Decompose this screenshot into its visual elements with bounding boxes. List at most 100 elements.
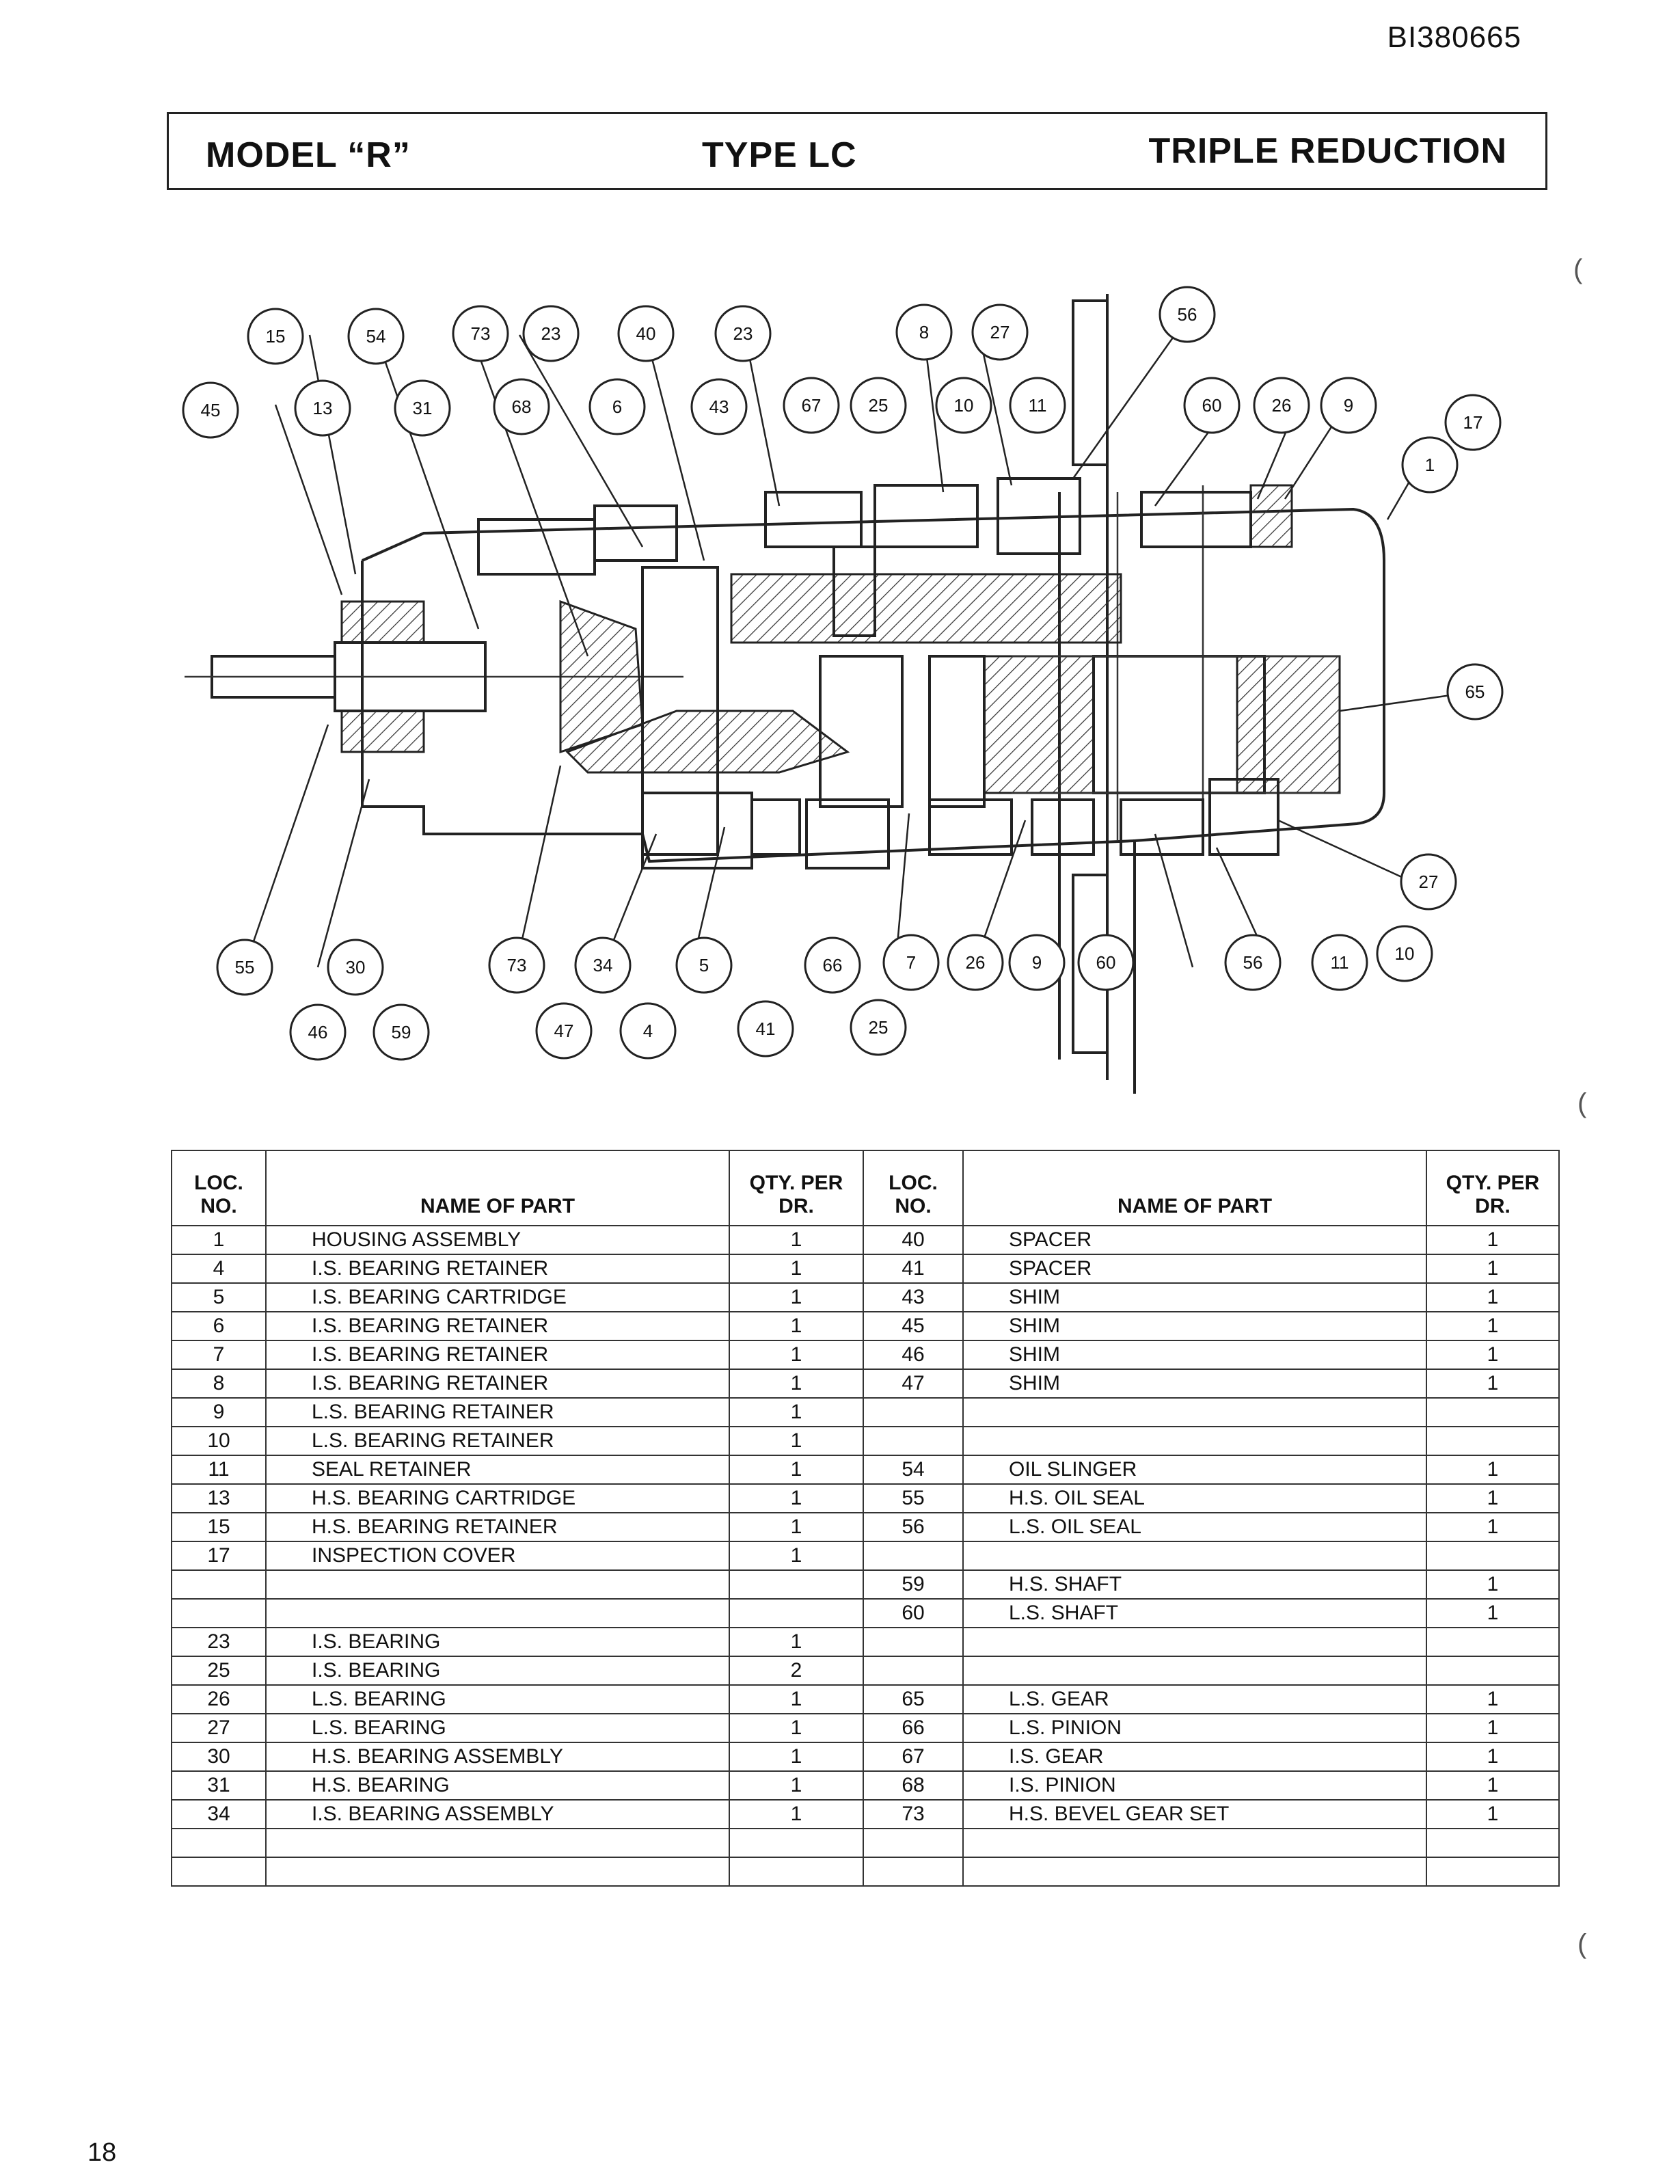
table-cell: SHIM [962, 1311, 1427, 1341]
svg-text:47: 47 [554, 1021, 574, 1041]
svg-text:1: 1 [1425, 455, 1435, 475]
output-gear [983, 655, 1341, 794]
table-cell: 17 [171, 1541, 267, 1571]
table-cell [863, 1397, 964, 1427]
table-cell: 1 [729, 1340, 864, 1370]
table-cell: H.S. SHAFT [962, 1569, 1427, 1600]
table-cell: 1 [729, 1770, 864, 1801]
svg-text:56: 56 [1243, 952, 1263, 973]
table-cell: SHIM [962, 1340, 1427, 1370]
table-cell [1426, 1627, 1560, 1657]
col-name-of-part-2: NAME OF PART [962, 1150, 1427, 1226]
table-cell [265, 1598, 730, 1628]
table-cell: I.S. PINION [962, 1770, 1427, 1801]
table-cell: 2 [729, 1656, 864, 1686]
table-cell: L.S. BEARING RETAINER [265, 1426, 730, 1456]
svg-text:40: 40 [636, 323, 656, 344]
table-cell: SHIM [962, 1282, 1427, 1312]
table-header-row: LOC. NO. NAME OF PART QTY. PER DR. LOC. … [171, 1150, 1560, 1226]
table-cell [171, 1569, 267, 1600]
table-cell: 1 [1426, 1684, 1560, 1714]
table-cell: 1 [1426, 1598, 1560, 1628]
col-loc-no-2: LOC. NO. [863, 1150, 964, 1226]
parts-table: LOC. NO. NAME OF PART QTY. PER DR. LOC. … [171, 1150, 1560, 1887]
table-cell: 23 [171, 1627, 267, 1657]
table-cell: 11 [171, 1455, 267, 1485]
table-cell [863, 1541, 964, 1571]
table-cell: SEAL RETAINER [265, 1455, 730, 1485]
svg-text:11: 11 [1331, 952, 1349, 973]
svg-text:6: 6 [612, 396, 622, 417]
table-cell [265, 1569, 730, 1600]
table-cell: 1 [729, 1541, 864, 1571]
title-box: MODEL “R” TYPE LC TRIPLE REDUCTION [167, 112, 1547, 190]
table-cell: 1 [1426, 1569, 1560, 1600]
table-cell: 1 [729, 1684, 864, 1714]
svg-text:31: 31 [413, 398, 433, 418]
table-cell: 1 [1426, 1282, 1560, 1312]
table-cell: 46 [863, 1340, 964, 1370]
table-cell: 34 [171, 1799, 267, 1829]
table-cell: 1 [1426, 1483, 1560, 1513]
table-cell: 27 [171, 1713, 267, 1743]
intermediate-gear [730, 545, 1122, 808]
svg-text:25: 25 [869, 395, 889, 416]
svg-text:25: 25 [869, 1017, 889, 1038]
table-cell [1426, 1828, 1560, 1858]
table-cell [962, 1426, 1427, 1456]
table-cell: 1 [729, 1627, 864, 1657]
table-cell: 60 [863, 1598, 964, 1628]
table-cell [729, 1598, 864, 1628]
table-cell: 1 [729, 1713, 864, 1743]
table-cell: 1 [729, 1311, 864, 1341]
callouts-bottom: 55 30 73 34 5 66 7 26 9 60 56 11 10 27 4… [216, 853, 1457, 1061]
table-cell: 41 [863, 1254, 964, 1284]
table-cell: HOUSING ASSEMBLY [265, 1225, 730, 1255]
svg-text:26: 26 [1272, 395, 1292, 416]
table-cell [863, 1828, 964, 1858]
table-cell: H.S. BEARING ASSEMBLY [265, 1742, 730, 1772]
model-title: MODEL “R” [206, 135, 411, 175]
table-cell [1426, 1541, 1560, 1571]
svg-text:9: 9 [1032, 952, 1042, 973]
table-cell: L.S. PINION [962, 1713, 1427, 1743]
table-cell: 25 [171, 1656, 267, 1686]
svg-text:7: 7 [906, 952, 916, 973]
table-cell: 30 [171, 1742, 267, 1772]
table-cell: 1 [1426, 1713, 1560, 1743]
table-cell: I.S. GEAR [962, 1742, 1427, 1772]
table-cell [729, 1828, 864, 1858]
svg-text:8: 8 [919, 322, 929, 342]
table-cell: H.S. BEARING RETAINER [265, 1512, 730, 1542]
table-cell: 40 [863, 1225, 964, 1255]
col-name-of-part: NAME OF PART [265, 1150, 730, 1226]
table-cell: 67 [863, 1742, 964, 1772]
table-row [171, 1828, 1560, 1858]
table-cell: L.S. OIL SEAL [962, 1512, 1427, 1542]
table-cell [1426, 1426, 1560, 1456]
table-cell [265, 1828, 730, 1858]
table-cell [863, 1656, 964, 1686]
table-cell [265, 1857, 730, 1887]
col-qty-per-dr-2: QTY. PER DR. [1426, 1150, 1560, 1226]
table-cell [962, 1397, 1427, 1427]
table-cell: 1 [729, 1455, 864, 1485]
table-cell: 73 [863, 1799, 964, 1829]
table-cell: 1 [729, 1742, 864, 1772]
svg-text:23: 23 [733, 323, 753, 344]
table-cell: 5 [171, 1282, 267, 1312]
table-cell: I.S. BEARING CARTRIDGE [265, 1282, 730, 1312]
table-cell: 55 [863, 1483, 964, 1513]
margin-mark: ( [1573, 254, 1583, 284]
exploded-assembly-drawing: 15 54 73 23 40 23 8 27 56 45 13 31 68 6 … [164, 273, 1558, 1094]
table-cell [729, 1857, 864, 1887]
table-cell: 68 [863, 1770, 964, 1801]
